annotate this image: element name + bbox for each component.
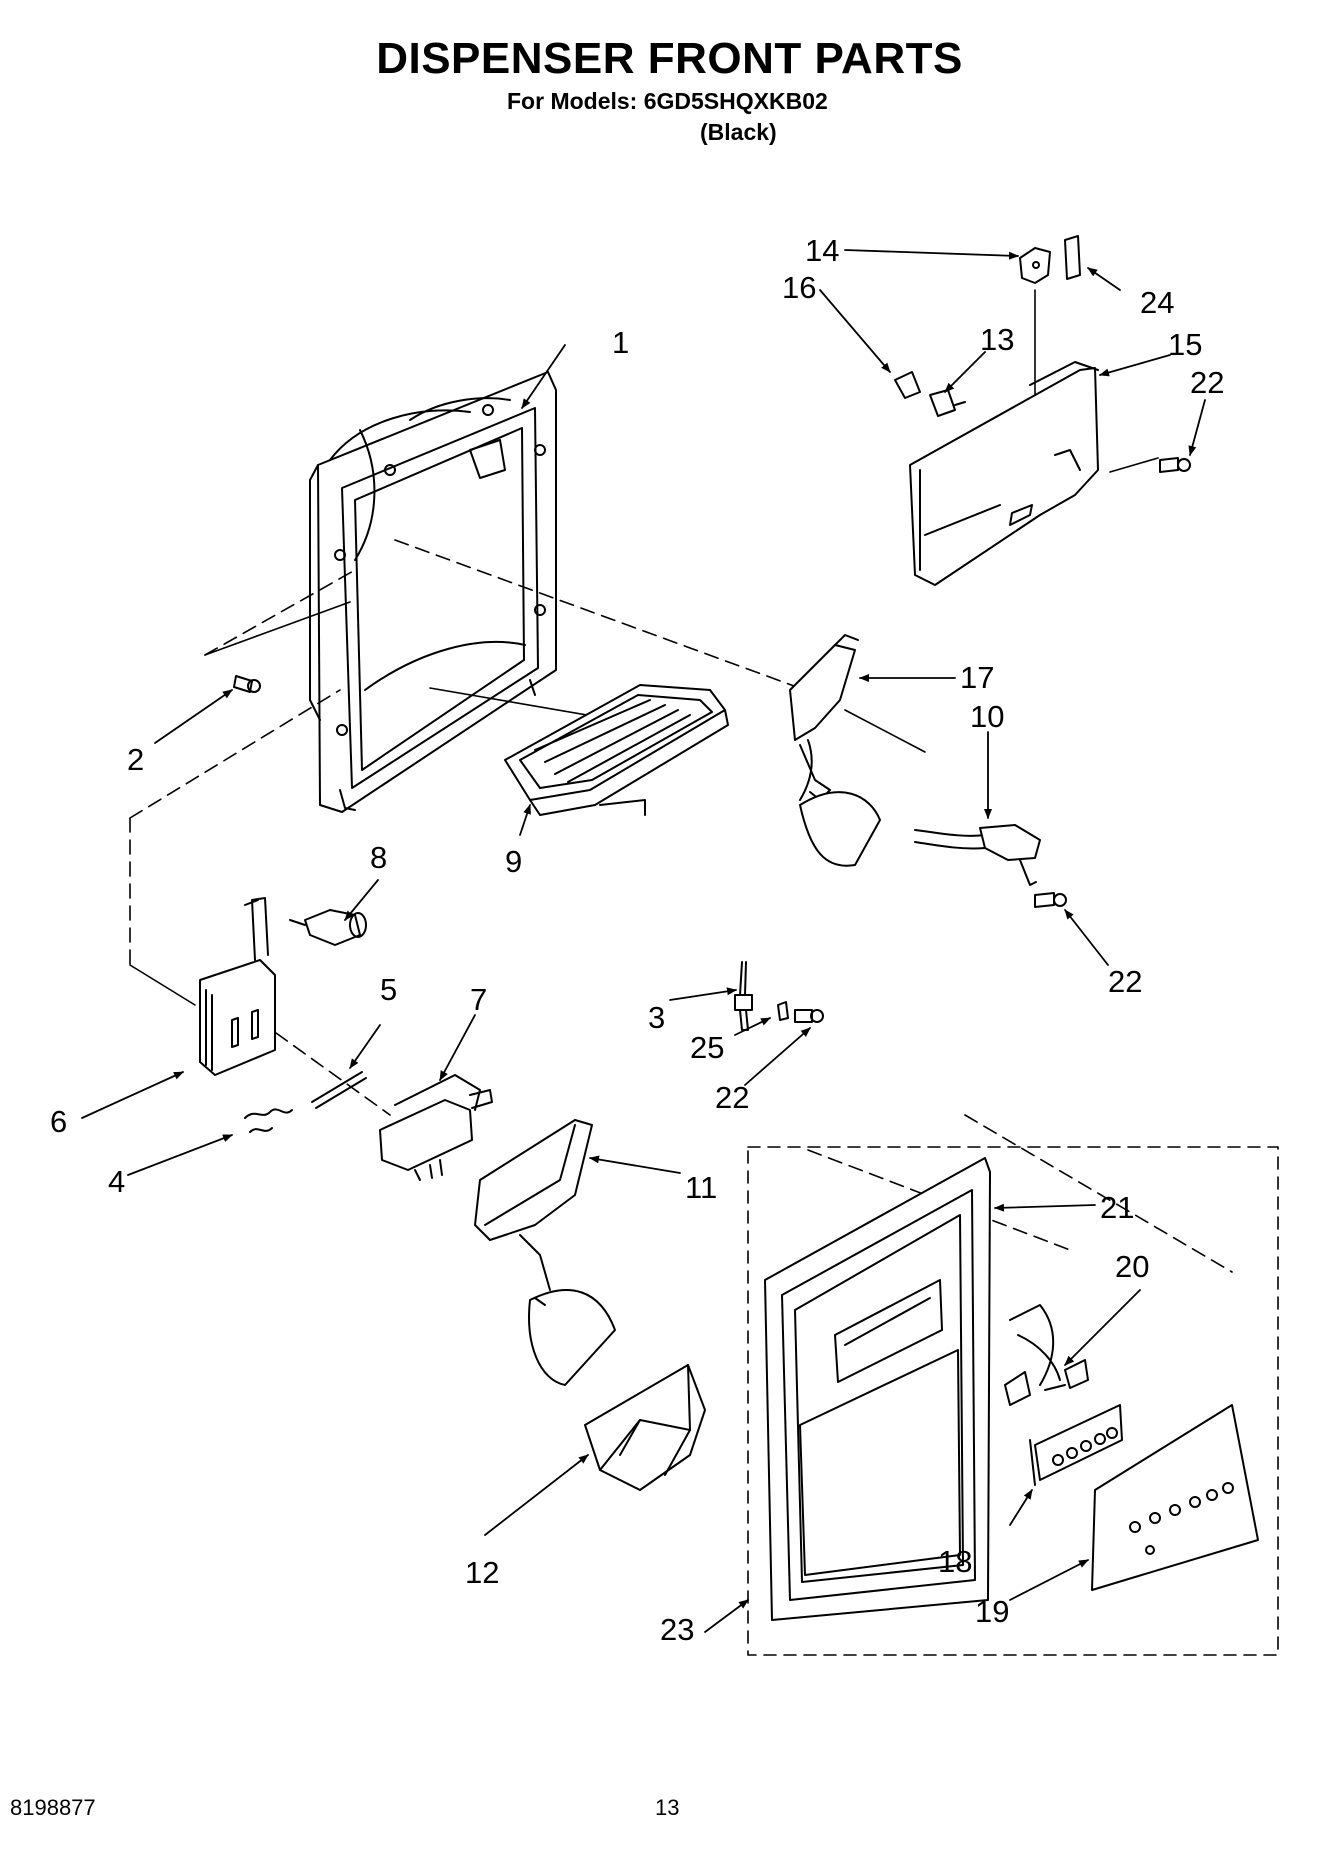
housing-frame-part bbox=[309, 371, 557, 813]
bulb-part-16 bbox=[894, 371, 921, 399]
callout-17: 17 bbox=[960, 660, 994, 695]
light-housing-part-15 bbox=[909, 361, 1099, 586]
bulb-part-8 bbox=[289, 909, 367, 946]
callout-9: 9 bbox=[505, 844, 522, 879]
callout-5: 5 bbox=[380, 972, 397, 1007]
spring-part-4 bbox=[244, 1108, 293, 1133]
callout-23: 23 bbox=[660, 1612, 694, 1647]
page-number: 13 bbox=[655, 1795, 680, 1820]
callout-8: 8 bbox=[370, 840, 387, 875]
callout-4: 4 bbox=[108, 1164, 125, 1199]
models-line: For Models: 6GD5SHQXKB02 bbox=[507, 88, 828, 114]
screw-part-22c bbox=[1159, 457, 1191, 473]
harness-part-20 bbox=[1004, 1304, 1089, 1406]
document-number: 8198877 bbox=[10, 1795, 96, 1820]
solenoid-part-7 bbox=[379, 1074, 493, 1181]
callout-11: 11 bbox=[685, 1170, 717, 1205]
screw-part-2 bbox=[233, 675, 261, 693]
callout-21: 21 bbox=[1100, 1190, 1134, 1225]
callout-2: 2 bbox=[127, 742, 144, 777]
screw-part-22b bbox=[794, 1009, 824, 1023]
callout-24: 24 bbox=[1140, 285, 1174, 320]
ice-paddle-part bbox=[474, 1119, 616, 1386]
board-part-6 bbox=[199, 897, 276, 1076]
callout-25: 25 bbox=[690, 1030, 724, 1065]
control-panel-part-19 bbox=[1091, 1404, 1259, 1591]
water-paddle-part bbox=[789, 634, 881, 867]
socket-part-13 bbox=[929, 389, 966, 417]
callout-13: 13 bbox=[980, 322, 1014, 357]
control-board-part-18 bbox=[1029, 1404, 1123, 1486]
shield-part-24 bbox=[1064, 235, 1081, 280]
drip-tray-part bbox=[504, 684, 729, 816]
callout-19: 19 bbox=[975, 1594, 1009, 1629]
page-title: DISPENSER FRONT PARTS bbox=[376, 34, 963, 83]
switch-part-3 bbox=[734, 961, 753, 1031]
callout-12: 12 bbox=[465, 1555, 499, 1590]
screw-part-22a bbox=[1034, 892, 1067, 908]
callout-15: 15 bbox=[1168, 327, 1202, 362]
callout-20: 20 bbox=[1115, 1249, 1149, 1284]
switch-part-25 bbox=[777, 1001, 789, 1021]
switch-part-14 bbox=[1019, 247, 1051, 284]
callout-22-top: 22 bbox=[1190, 365, 1224, 400]
callout-3: 3 bbox=[648, 1000, 665, 1035]
callout-1: 1 bbox=[612, 325, 629, 360]
front-panel-part-21 bbox=[764, 1157, 991, 1621]
callout-22-right: 22 bbox=[1108, 964, 1142, 999]
callout-16: 16 bbox=[782, 270, 816, 305]
callout-22-mid: 22 bbox=[715, 1080, 749, 1115]
water-tube-part bbox=[914, 824, 1041, 886]
callout-10: 10 bbox=[970, 699, 1004, 734]
callout-14: 14 bbox=[805, 233, 839, 268]
callout-18: 18 bbox=[938, 1544, 972, 1579]
color-line: (Black) bbox=[700, 119, 777, 145]
ice-chute-part bbox=[584, 1364, 706, 1491]
callout-6: 6 bbox=[50, 1104, 67, 1139]
pin-part-5 bbox=[311, 1071, 367, 1109]
callout-7: 7 bbox=[470, 982, 487, 1017]
assembly-box-23 bbox=[747, 1146, 1279, 1656]
